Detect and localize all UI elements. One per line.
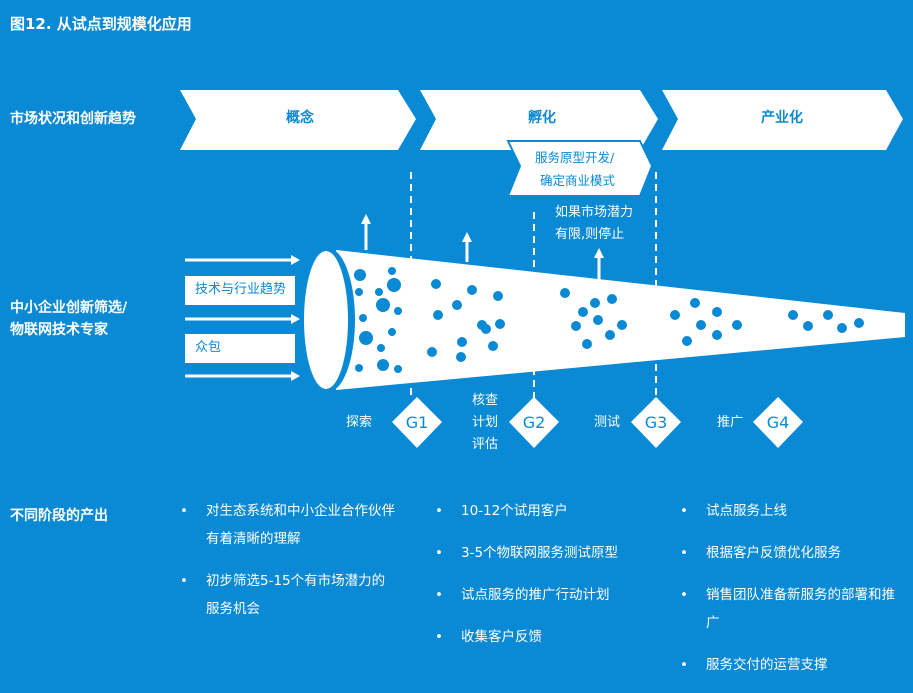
stage-label: 孵化 (528, 109, 556, 126)
idea-bubble (376, 298, 390, 312)
gate-id: G3 (645, 413, 668, 432)
idea-bubble (394, 307, 402, 315)
gate-g2: G2 (509, 397, 559, 448)
sub-stage-line: 确定商业模式 (540, 173, 616, 188)
idea-bubble (571, 321, 581, 331)
idea-bubble (854, 318, 864, 328)
idea-bubble (578, 307, 588, 317)
idea-bubble (359, 314, 367, 322)
row-label-screening: 中小企业创新筛选/ 物联网技术专家 (10, 297, 127, 341)
funnel-ideas (354, 267, 864, 373)
output-item: 试点服务的推广行动计划 (435, 581, 665, 609)
outputs-concept: 对生态系统和中小企业合作伙伴有着清晰的理解 初步筛选5-15个有市场潜力的服务机… (180, 497, 395, 637)
idea-bubble (712, 330, 722, 340)
idea-bubble (354, 269, 366, 281)
input-arrows (185, 255, 300, 381)
idea-bubble (690, 298, 700, 308)
idea-bubble (481, 324, 491, 334)
idea-bubble (696, 320, 706, 330)
output-item: 收集客户反馈 (435, 623, 665, 651)
gate-label-g4: 推广 (717, 415, 744, 430)
idea-bubble (456, 352, 466, 362)
stage-label: 产业化 (761, 109, 803, 126)
idea-bubble (433, 310, 443, 320)
output-item: 服务交付的运营支撑 (680, 651, 895, 679)
idea-bubble (607, 294, 617, 304)
outputs-incubation: 10-12个试用客户 3-5个物联网服务测试原型 试点服务的推广行动计划 收集客… (435, 497, 665, 665)
idea-bubble (605, 330, 615, 340)
gate-label-g2: 核查 计划 评估 (472, 390, 498, 456)
idea-bubble (431, 279, 441, 289)
stage-chevron-incubation (420, 90, 658, 150)
idea-bubble (582, 339, 592, 349)
idea-bubble (488, 341, 498, 351)
funnel-mouth (304, 251, 348, 389)
gate-g4: G4 (753, 397, 803, 448)
gate-g1: G1 (392, 397, 442, 448)
idea-bubble (682, 336, 692, 346)
output-item: 初步筛选5-15个有市场潜力的服务机会 (180, 567, 395, 623)
idea-bubble (427, 347, 437, 357)
gate-label-line: 计划 (472, 415, 499, 430)
idea-bubble (495, 319, 505, 329)
output-item: 销售团队准备新服务的部署和推广 (680, 581, 895, 637)
idea-bubble (388, 328, 396, 336)
sub-stage-line: 服务原型开发/ (535, 150, 615, 165)
output-item: 对生态系统和中小企业合作伙伴有着清晰的理解 (180, 497, 395, 553)
gate-id: G2 (523, 413, 546, 432)
output-item: 3-5个物联网服务测试原型 (435, 539, 665, 567)
idea-bubble (467, 285, 477, 295)
idea-bubble (394, 365, 402, 373)
idea-bubble (837, 323, 847, 333)
gate-id: G4 (767, 413, 790, 432)
idea-bubble (355, 364, 363, 372)
output-item: 10-12个试用客户 (435, 497, 665, 525)
stop-note-line: 有限,则停止 (555, 227, 625, 242)
row-label-market: 市场状况和创新趋势 (10, 111, 136, 127)
idea-bubble (457, 337, 467, 347)
idea-bubble (387, 278, 401, 292)
figure-title: 图12. 从试点到规模化应用 (10, 15, 192, 33)
idea-bubble (712, 307, 722, 317)
idea-bubble (377, 359, 389, 371)
output-item: 试点服务上线 (680, 497, 895, 525)
idea-bubble (670, 310, 680, 320)
gate-label-g3: 测试 (594, 415, 621, 430)
idea-bubble (732, 320, 742, 330)
idea-bubble (388, 267, 396, 275)
stage-chevron-concept (180, 90, 416, 150)
idea-bubble (355, 288, 363, 296)
row-label-screening-line: 物联网技术专家 (10, 322, 108, 338)
idea-bubble (452, 300, 462, 310)
gate-g3: G3 (631, 397, 681, 448)
idea-bubble (788, 310, 798, 320)
idea-bubble (560, 288, 570, 298)
gate-id: G1 (406, 413, 429, 432)
gate-label-line: 评估 (472, 437, 499, 452)
output-item: 根据客户反馈优化服务 (680, 539, 895, 567)
funnel-body (336, 250, 905, 390)
idea-bubble (617, 320, 627, 330)
input-tech-trends: 技术与行业趋势 (185, 276, 295, 305)
gate-label-g1: 探索 (346, 415, 373, 430)
idea-bubble (493, 291, 503, 301)
idea-bubble (823, 310, 833, 320)
gate-label-line: 核查 (472, 393, 499, 408)
stage-chevron-industrialization (662, 90, 903, 150)
idea-bubble (359, 331, 373, 345)
stage-label: 概念 (286, 109, 315, 126)
exit-arrows (361, 214, 604, 280)
stop-note-line: 如果市场潜力 (555, 205, 634, 220)
idea-bubble (375, 288, 383, 296)
outputs-industrialization: 试点服务上线 根据客户反馈优化服务 销售团队准备新服务的部署和推广 服务交付的运… (680, 497, 895, 693)
input-crowdsourcing: 众包 (185, 334, 295, 363)
sub-stage-chevron (506, 140, 654, 197)
idea-bubble (803, 321, 813, 331)
idea-bubble (590, 298, 600, 308)
row-label-outputs: 不同阶段的产出 (10, 508, 108, 524)
stop-note: 如果市场潜力 有限,则停止 (555, 202, 633, 246)
row-label-screening-line: 中小企业创新筛选/ (10, 300, 128, 316)
idea-bubble (377, 344, 385, 352)
idea-bubble (593, 315, 603, 325)
